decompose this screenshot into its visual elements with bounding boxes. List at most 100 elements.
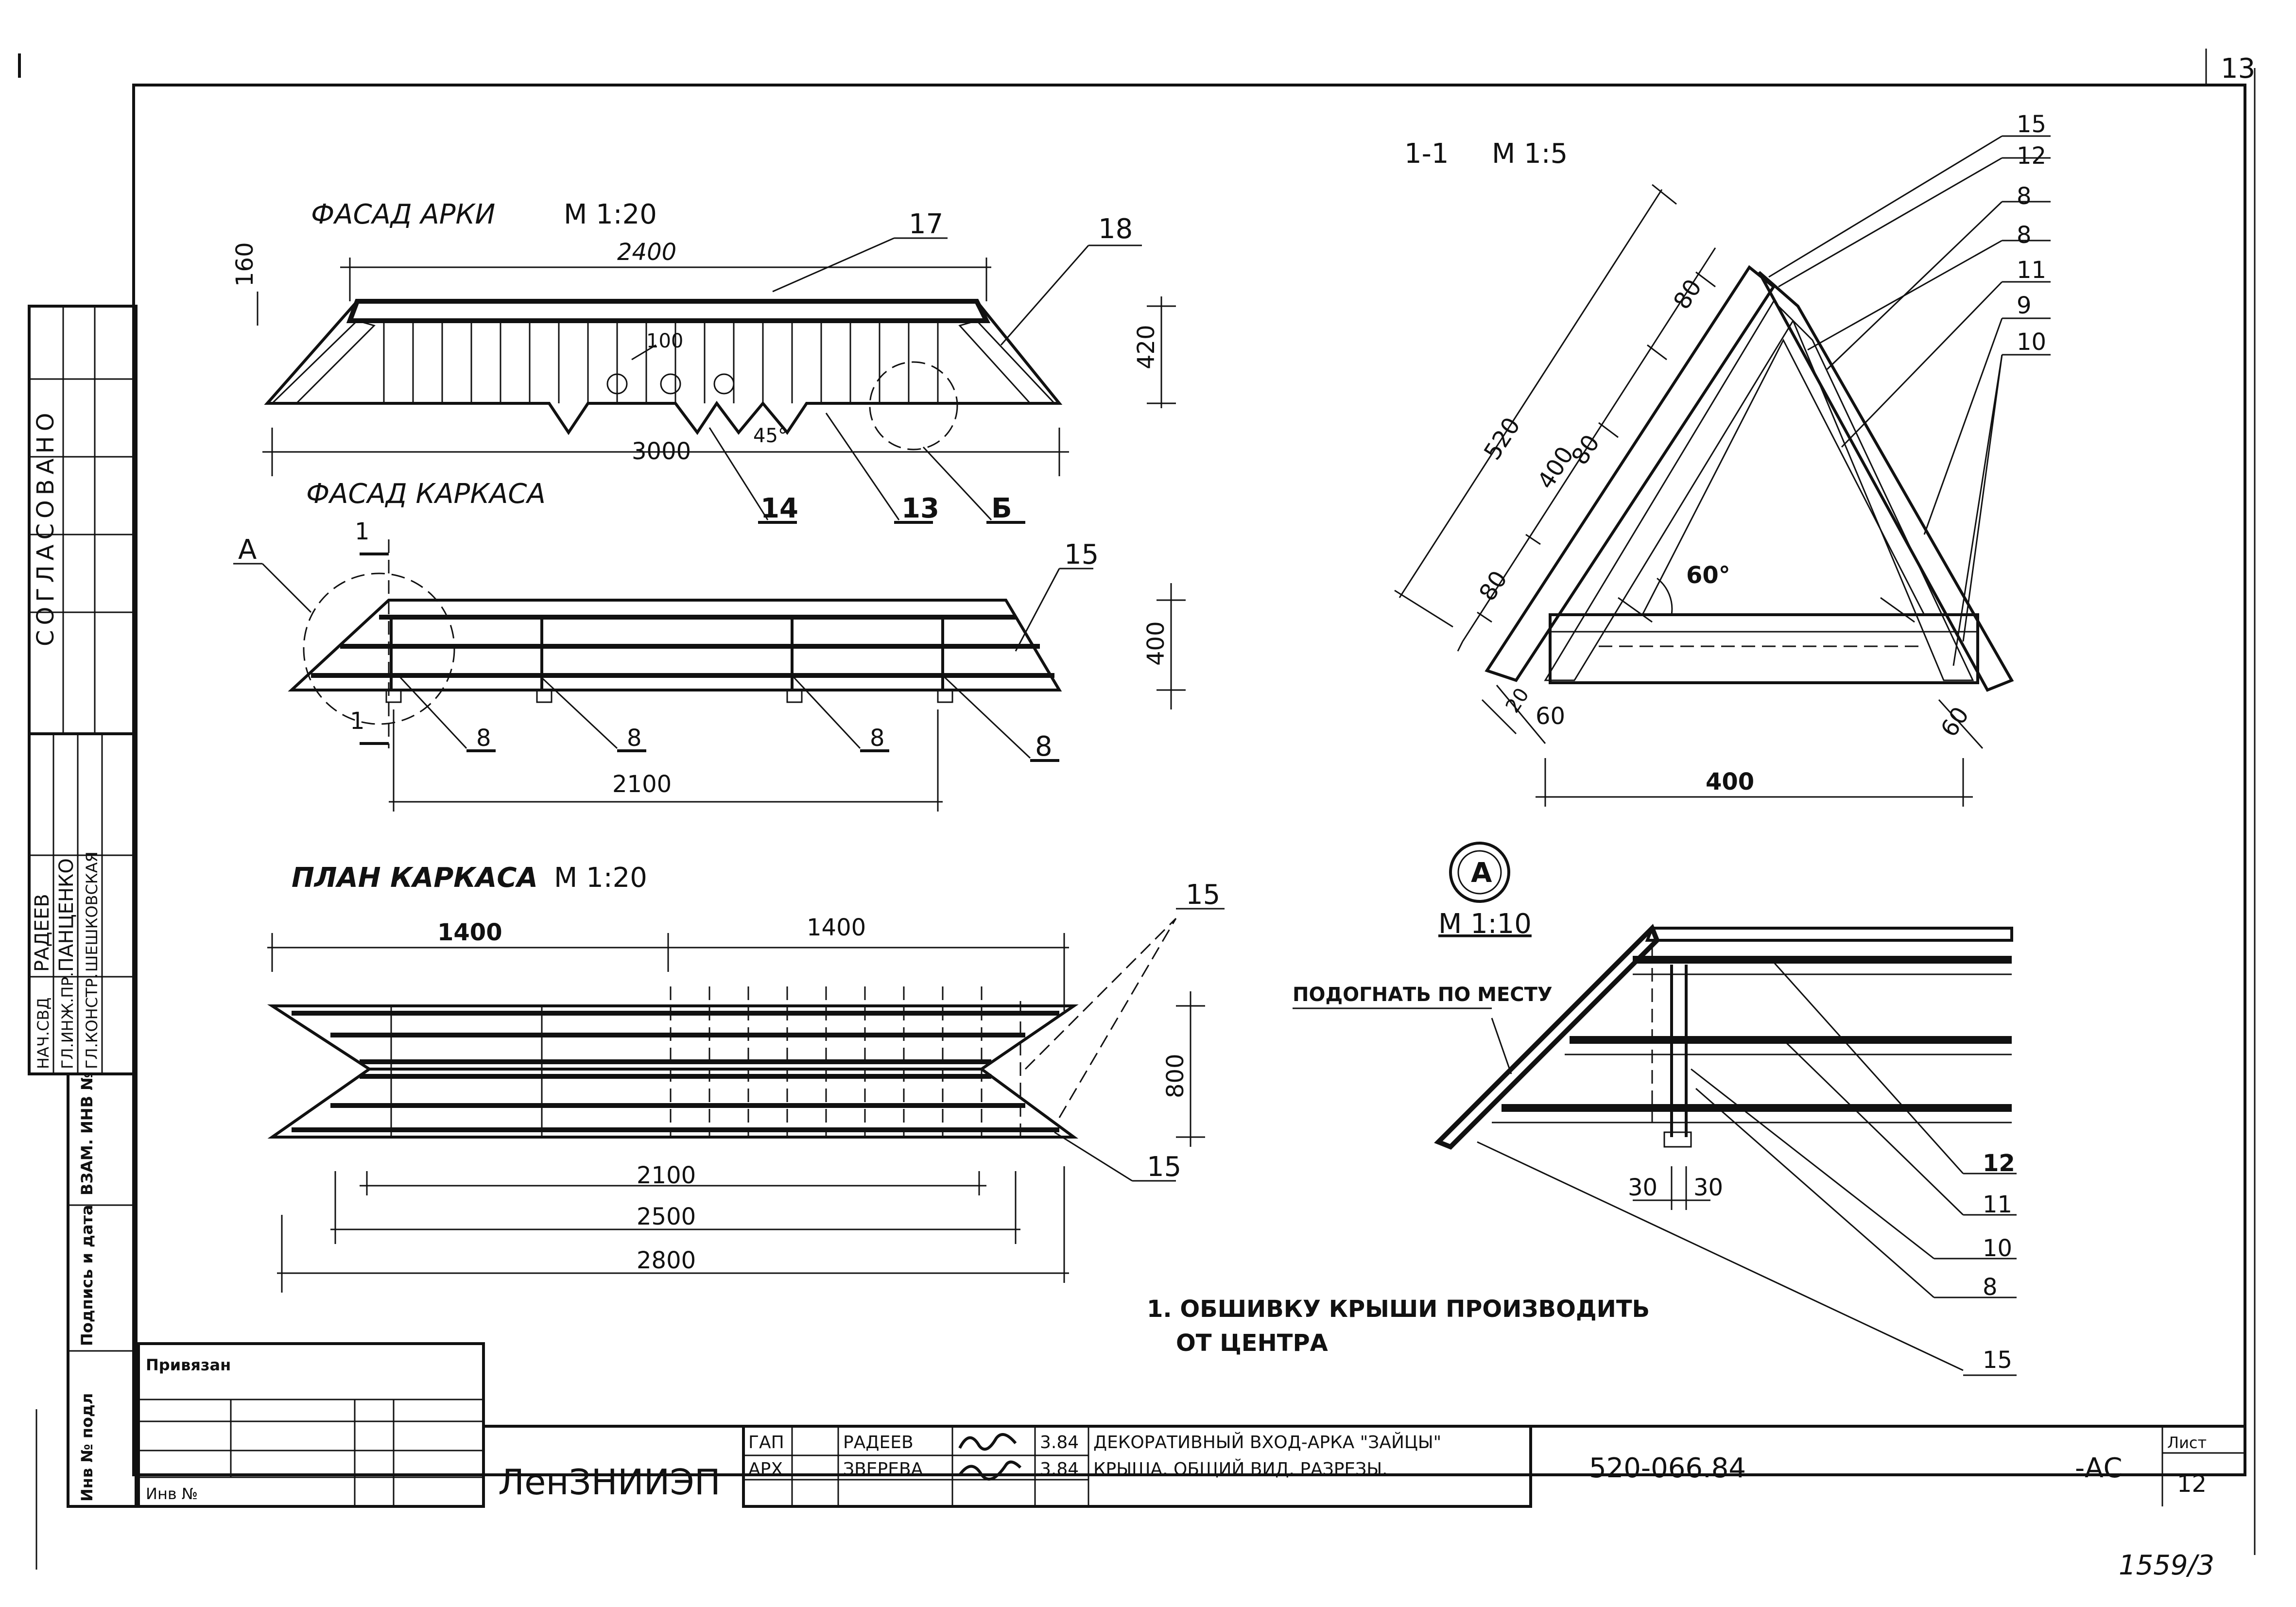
tb-desc-1: ДЕКОРАТИВНЫЙ ВХОД-АРКА "ЗАЙЦЫ" [1093,1432,1441,1452]
callout-sec-9: 9 [2017,292,2032,319]
side-stamp-role-2: ГЛ.ИНЖ.ПР. [58,972,77,1069]
facade-arch-drawing [257,237,1176,524]
dim-sec-520: 520 [1479,413,1526,465]
callout-15-frame: 15 [1064,539,1099,570]
dim-sec-20: 20 [1502,684,1534,717]
dim-plan-2500: 2500 [637,1203,696,1230]
dim-arch-height-2: 160 [231,242,259,287]
callout-8-b: 8 [627,725,642,752]
callout-17: 17 [909,208,943,240]
note-line-2: ОТ ЦЕНТРА [1176,1330,1328,1357]
side-stamp-person-1: РАДЕЕВ [31,894,53,972]
dim-sec-80-top: 80 [1668,275,1707,314]
detail-a-drawing [1293,924,2017,1376]
callout-14: 14 [760,493,798,524]
section-title: 1-1 [1404,138,1449,170]
callout-sec-12: 12 [2017,142,2046,170]
callout-8-c: 8 [870,725,885,752]
side-stamp-person-3: ШЕШКОВСКАЯ [83,851,101,972]
dim-sec-60-left: 60 [1536,703,1565,730]
detail-a-note: ПОДОГНАТЬ ПО МЕСТУ [1293,984,1553,1006]
dim-arch-hole: 100 [646,330,683,352]
title-block-lines [137,1342,2245,1508]
section-mark-top: 1 [355,518,370,545]
dim-arch-top: 2400 [617,239,676,266]
callout-sec-15: 15 [2017,111,2046,138]
tb-suffix: -АС [2075,1452,2123,1484]
callout-det-15: 15 [1983,1347,2012,1374]
archive-number: 1559/3 [2119,1550,2214,1581]
facade-arch-scale: М 1:20 [564,199,657,230]
dim-frame-height: 400 [1142,621,1170,666]
tb-sheet-label: Лист [2167,1434,2207,1452]
side-stamp [28,305,138,1508]
callout-15-plan-bottom: 15 [1147,1151,1181,1183]
callout-sec-11: 11 [2017,257,2046,284]
dim-sec-base: 400 [1706,768,1754,795]
detail-a-mark: А [1471,857,1492,889]
section-scale: М 1:5 [1492,138,1568,170]
callout-8-a: 8 [476,725,491,752]
callout-B: Б [991,493,1012,524]
callout-13: 13 [901,493,939,524]
callout-8-d: 8 [1035,731,1053,762]
note-line-1: 1. ОБШИВКУ КРЫШИ ПРОИЗВОДИТЬ [1147,1296,1650,1323]
dim-plan-height: 800 [1162,1054,1189,1098]
tb-code: 520-066.84 [1589,1452,1746,1484]
section-mark-bottom: 1 [350,708,365,735]
callout-det-8: 8 [1983,1274,1998,1301]
facade-frame-title: ФАСАД КАРКАСА [306,478,546,510]
plan-frame-drawing [267,908,1225,1293]
tb-signature-2 [958,1460,1022,1481]
dim-plan-2100: 2100 [637,1162,696,1189]
side-stamp-role-1: НАЧ.СВД [34,998,52,1069]
plan-frame-scale: М 1:20 [554,862,647,894]
side-stamp-title: СОГЛАСОВАНО [32,408,59,646]
dim-detail-30-b: 30 [1693,1174,1723,1201]
callout-sec-10: 10 [2017,328,2046,356]
callout-det-11: 11 [1983,1191,2012,1218]
callout-A-frame: А [238,534,257,566]
dim-arch-height: 420 [1133,325,1160,369]
callout-sec-8-b: 8 [2017,222,2032,249]
dim-frame-length: 2100 [612,771,672,798]
side-stamp-field-3: Инв № подл [78,1393,96,1502]
callout-15-plan-top: 15 [1186,879,1220,911]
side-stamp-field-1: ВЗАМ. ИНВ № [78,1071,96,1195]
dim-plan-a: 1400 [437,919,502,946]
dim-plan-b: 1400 [807,914,866,941]
tb-name-2: ЗВЕРЕВА [843,1459,923,1479]
tb-date-2: 3.84 [1040,1459,1079,1479]
detail-a-scale: М 1:10 [1438,908,1532,940]
plan-frame-title: ПЛАН КАРКАСА [292,862,538,894]
dim-detail-30-a: 30 [1628,1174,1657,1201]
tb-name-1: РАДЕЕВ [843,1433,914,1452]
dim-arch-angle: 45° [753,425,788,447]
detail-a-marker [1449,842,1510,903]
side-stamp-field-2: Подпись и дата [78,1205,96,1346]
tb-bound: Привязан [146,1356,231,1374]
dim-sec-60-right: 60 [1935,702,1974,742]
callout-det-10: 10 [1983,1235,2012,1262]
dim-sec-angle: 60° [1686,562,1730,589]
tb-sheet-number: 12 [2177,1470,2207,1498]
tb-role-2: АРХ [748,1459,783,1479]
callout-18: 18 [1098,213,1133,245]
tb-org: ЛенЗНИИЭП [498,1462,721,1503]
tb-desc-2: КРЫША. ОБЩИЙ ВИД. РАЗРЕЗЫ. [1093,1459,1388,1479]
callout-sec-8-a: 8 [2017,183,2032,210]
tb-role-1: ГАП [748,1433,784,1452]
page-number: 13 [2221,53,2255,85]
callout-det-12: 12 [1983,1150,2015,1177]
facade-frame-drawing [233,539,1186,812]
side-stamp-role-3: ГЛ.КОНСТР. [83,973,101,1069]
side-stamp-person-2: ПАНЦЕНКО [55,858,78,972]
facade-arch-title: ФАСАД АРКИ [311,199,495,230]
tb-inv: Инв № [146,1485,198,1503]
sheet-frame [18,49,2256,1570]
dim-plan-2800: 2800 [637,1247,696,1274]
section-drawing [1394,135,2051,807]
dim-arch-base: 3000 [632,438,691,465]
tb-date-1: 3.84 [1040,1433,1079,1452]
